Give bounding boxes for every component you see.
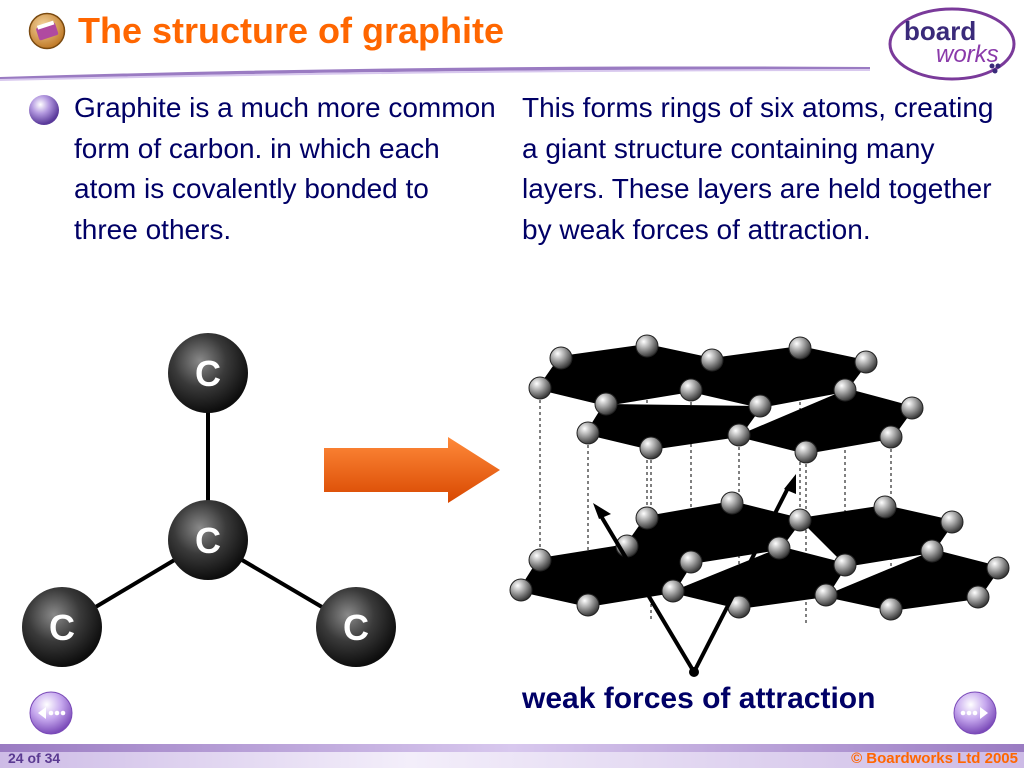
carbon-atom-top	[168, 333, 248, 413]
atom-label: C	[343, 607, 369, 648]
logo-word-board: board	[904, 16, 976, 46]
next-arrow-icon	[980, 707, 988, 719]
carbon-atom-right	[316, 587, 396, 667]
page-number: 24 of 34	[8, 750, 61, 766]
carbon-bonding-diagram: C C C C	[22, 333, 396, 667]
footer-bar	[0, 752, 1024, 768]
next-slide-button[interactable]	[952, 690, 998, 736]
left-paragraph: Graphite is a much more common form of c…	[74, 92, 496, 245]
previous-slide-button[interactable]	[28, 690, 74, 736]
arrowhead-icon	[784, 474, 796, 494]
page-title: The structure of graphite	[78, 10, 505, 51]
diagram-caption: weak forces of attraction	[522, 682, 876, 715]
book-icon	[28, 12, 66, 50]
copyright-text: © Boardworks Ltd 2005	[851, 750, 1018, 767]
atom-label: C	[195, 520, 221, 561]
arrowhead-icon	[593, 503, 611, 519]
bullet-orb-icon	[29, 95, 59, 125]
pointer-arrows	[593, 474, 796, 677]
atom-label: C	[49, 607, 75, 648]
logo-word-works: works	[936, 41, 999, 68]
boardworks-logo: board works	[888, 7, 1016, 81]
header-divider	[0, 66, 871, 81]
atom-label: C	[195, 353, 221, 394]
previous-arrow-icon	[38, 707, 46, 719]
carbon-atom-center	[168, 500, 248, 580]
graphite-layers	[509, 334, 1010, 624]
carbon-atom-left	[22, 587, 102, 667]
footer-divider	[0, 744, 1024, 752]
right-paragraph: This forms rings of six atoms, creating …	[522, 92, 994, 245]
top-layer-atoms	[528, 334, 924, 464]
right-arrow-icon	[324, 437, 500, 503]
